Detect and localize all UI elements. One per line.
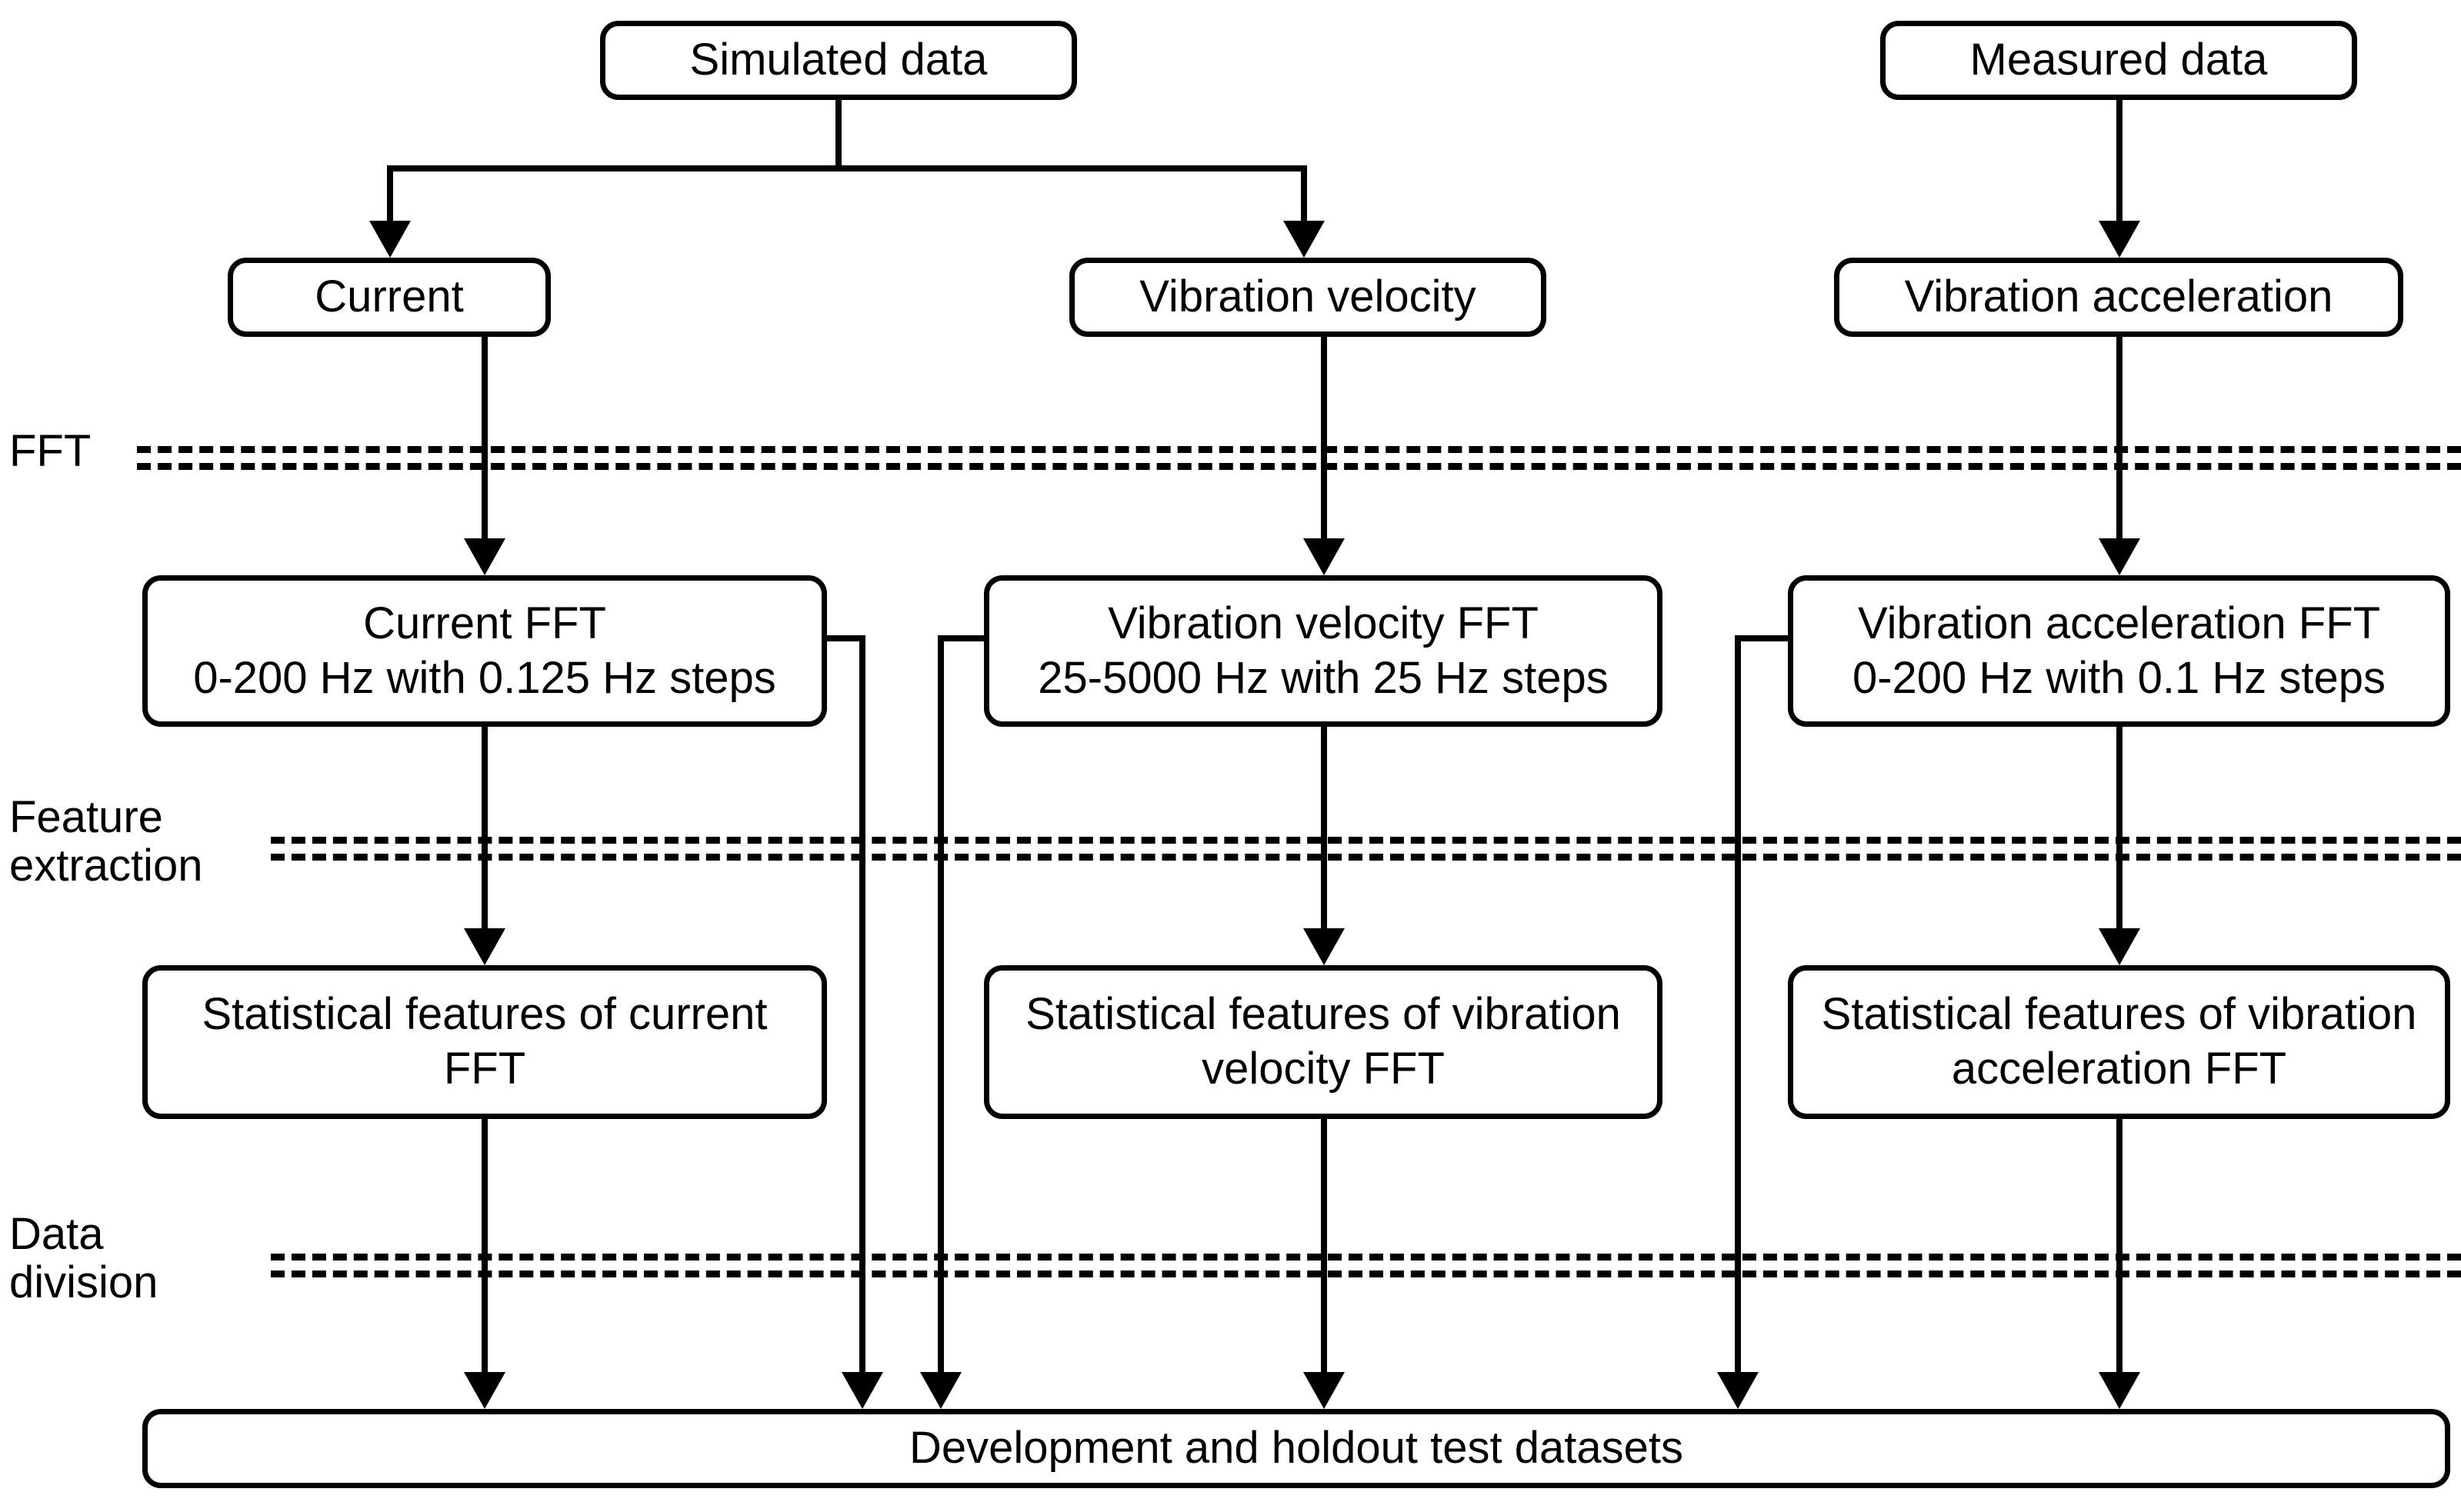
arrowhead-current-fft-bypass [842,1372,883,1409]
edge-velocity-fft-bypass-stub [938,635,989,641]
edge-vibration-acceleration-to-fft [2116,337,2123,541]
separator-feature-extraction [271,837,2461,861]
edge-current-fft-bypass [859,635,865,1373]
separator-fft [137,446,2461,470]
arrowhead-acceleration-fft-bypass [1717,1372,1759,1409]
stage-label-fft: FFT [9,426,92,476]
edge-acceleration-fft-to-stat-features [2116,727,2123,931]
arrowhead-stat-acceleration-to-datasets [2099,1372,2140,1409]
stage-label-feature-extraction: Feature extraction [9,792,203,891]
arrowhead-velocity-fft-bypass [920,1372,962,1409]
arrowhead-current-to-current-fft [464,538,505,575]
node-measured-data[interactable]: Measured data [1880,21,2357,100]
edge-bus-to-vibration-velocity [1301,165,1307,223]
edge-current-fft-bypass-stub [827,635,865,641]
edge-acceleration-fft-bypass [1735,635,1741,1373]
node-vibration-acceleration[interactable]: Vibration acceleration [1834,258,2403,337]
edge-bus-to-current [387,165,393,223]
node-vibration-acceleration-fft[interactable]: Vibration acceleration FFT 0-200 Hz with… [1788,575,2450,727]
arrowhead-measured-to-vibration-acceleration [2099,221,2140,258]
edge-stat-acceleration-to-datasets [2116,1119,2123,1373]
arrowhead-stat-current-to-datasets [464,1372,505,1409]
edge-stat-current-to-datasets [482,1119,488,1373]
edge-split-bus [387,165,1307,172]
arrowhead-bus-to-current [369,221,411,258]
edge-velocity-fft-to-stat-features [1321,727,1327,931]
arrowhead-vibration-velocity-to-fft [1303,538,1345,575]
node-datasets[interactable]: Development and holdout test datasets [142,1409,2450,1488]
edge-current-fft-to-stat-features [482,727,488,931]
node-current-fft[interactable]: Current FFT 0-200 Hz with 0.125 Hz steps [142,575,827,727]
stage-label-data-division: Data division [9,1209,158,1307]
arrowhead-stat-velocity-to-datasets [1303,1372,1345,1409]
separator-data-division [271,1254,2461,1277]
arrowhead-vibration-acceleration-to-fft [2099,538,2140,575]
arrowhead-current-fft-to-stat-features [464,928,505,965]
edge-simulated-to-bus [835,100,842,169]
node-vibration-velocity-fft[interactable]: Vibration velocity FFT 25-5000 Hz with 2… [984,575,1662,727]
edge-current-to-current-fft [482,337,488,541]
node-vibration-velocity[interactable]: Vibration velocity [1069,258,1546,337]
node-stat-features-current[interactable]: Statistical features of current FFT [142,965,827,1119]
edge-vibration-velocity-to-fft [1321,337,1327,541]
node-stat-features-acceleration[interactable]: Statistical features of vibration accele… [1788,965,2450,1119]
arrowhead-bus-to-vibration-velocity [1283,221,1325,258]
node-current[interactable]: Current [228,258,551,337]
edge-velocity-fft-bypass [938,635,944,1373]
node-simulated-data[interactable]: Simulated data [600,21,1077,100]
arrowhead-velocity-fft-to-stat-features [1303,928,1345,965]
edge-acceleration-fft-bypass-stub [1735,635,1789,641]
edge-measured-to-vibration-acceleration [2116,100,2123,223]
edge-stat-velocity-to-datasets [1321,1119,1327,1373]
arrowhead-acceleration-fft-to-stat-features [2099,928,2140,965]
node-stat-features-velocity[interactable]: Statistical features of vibration veloci… [984,965,1662,1119]
